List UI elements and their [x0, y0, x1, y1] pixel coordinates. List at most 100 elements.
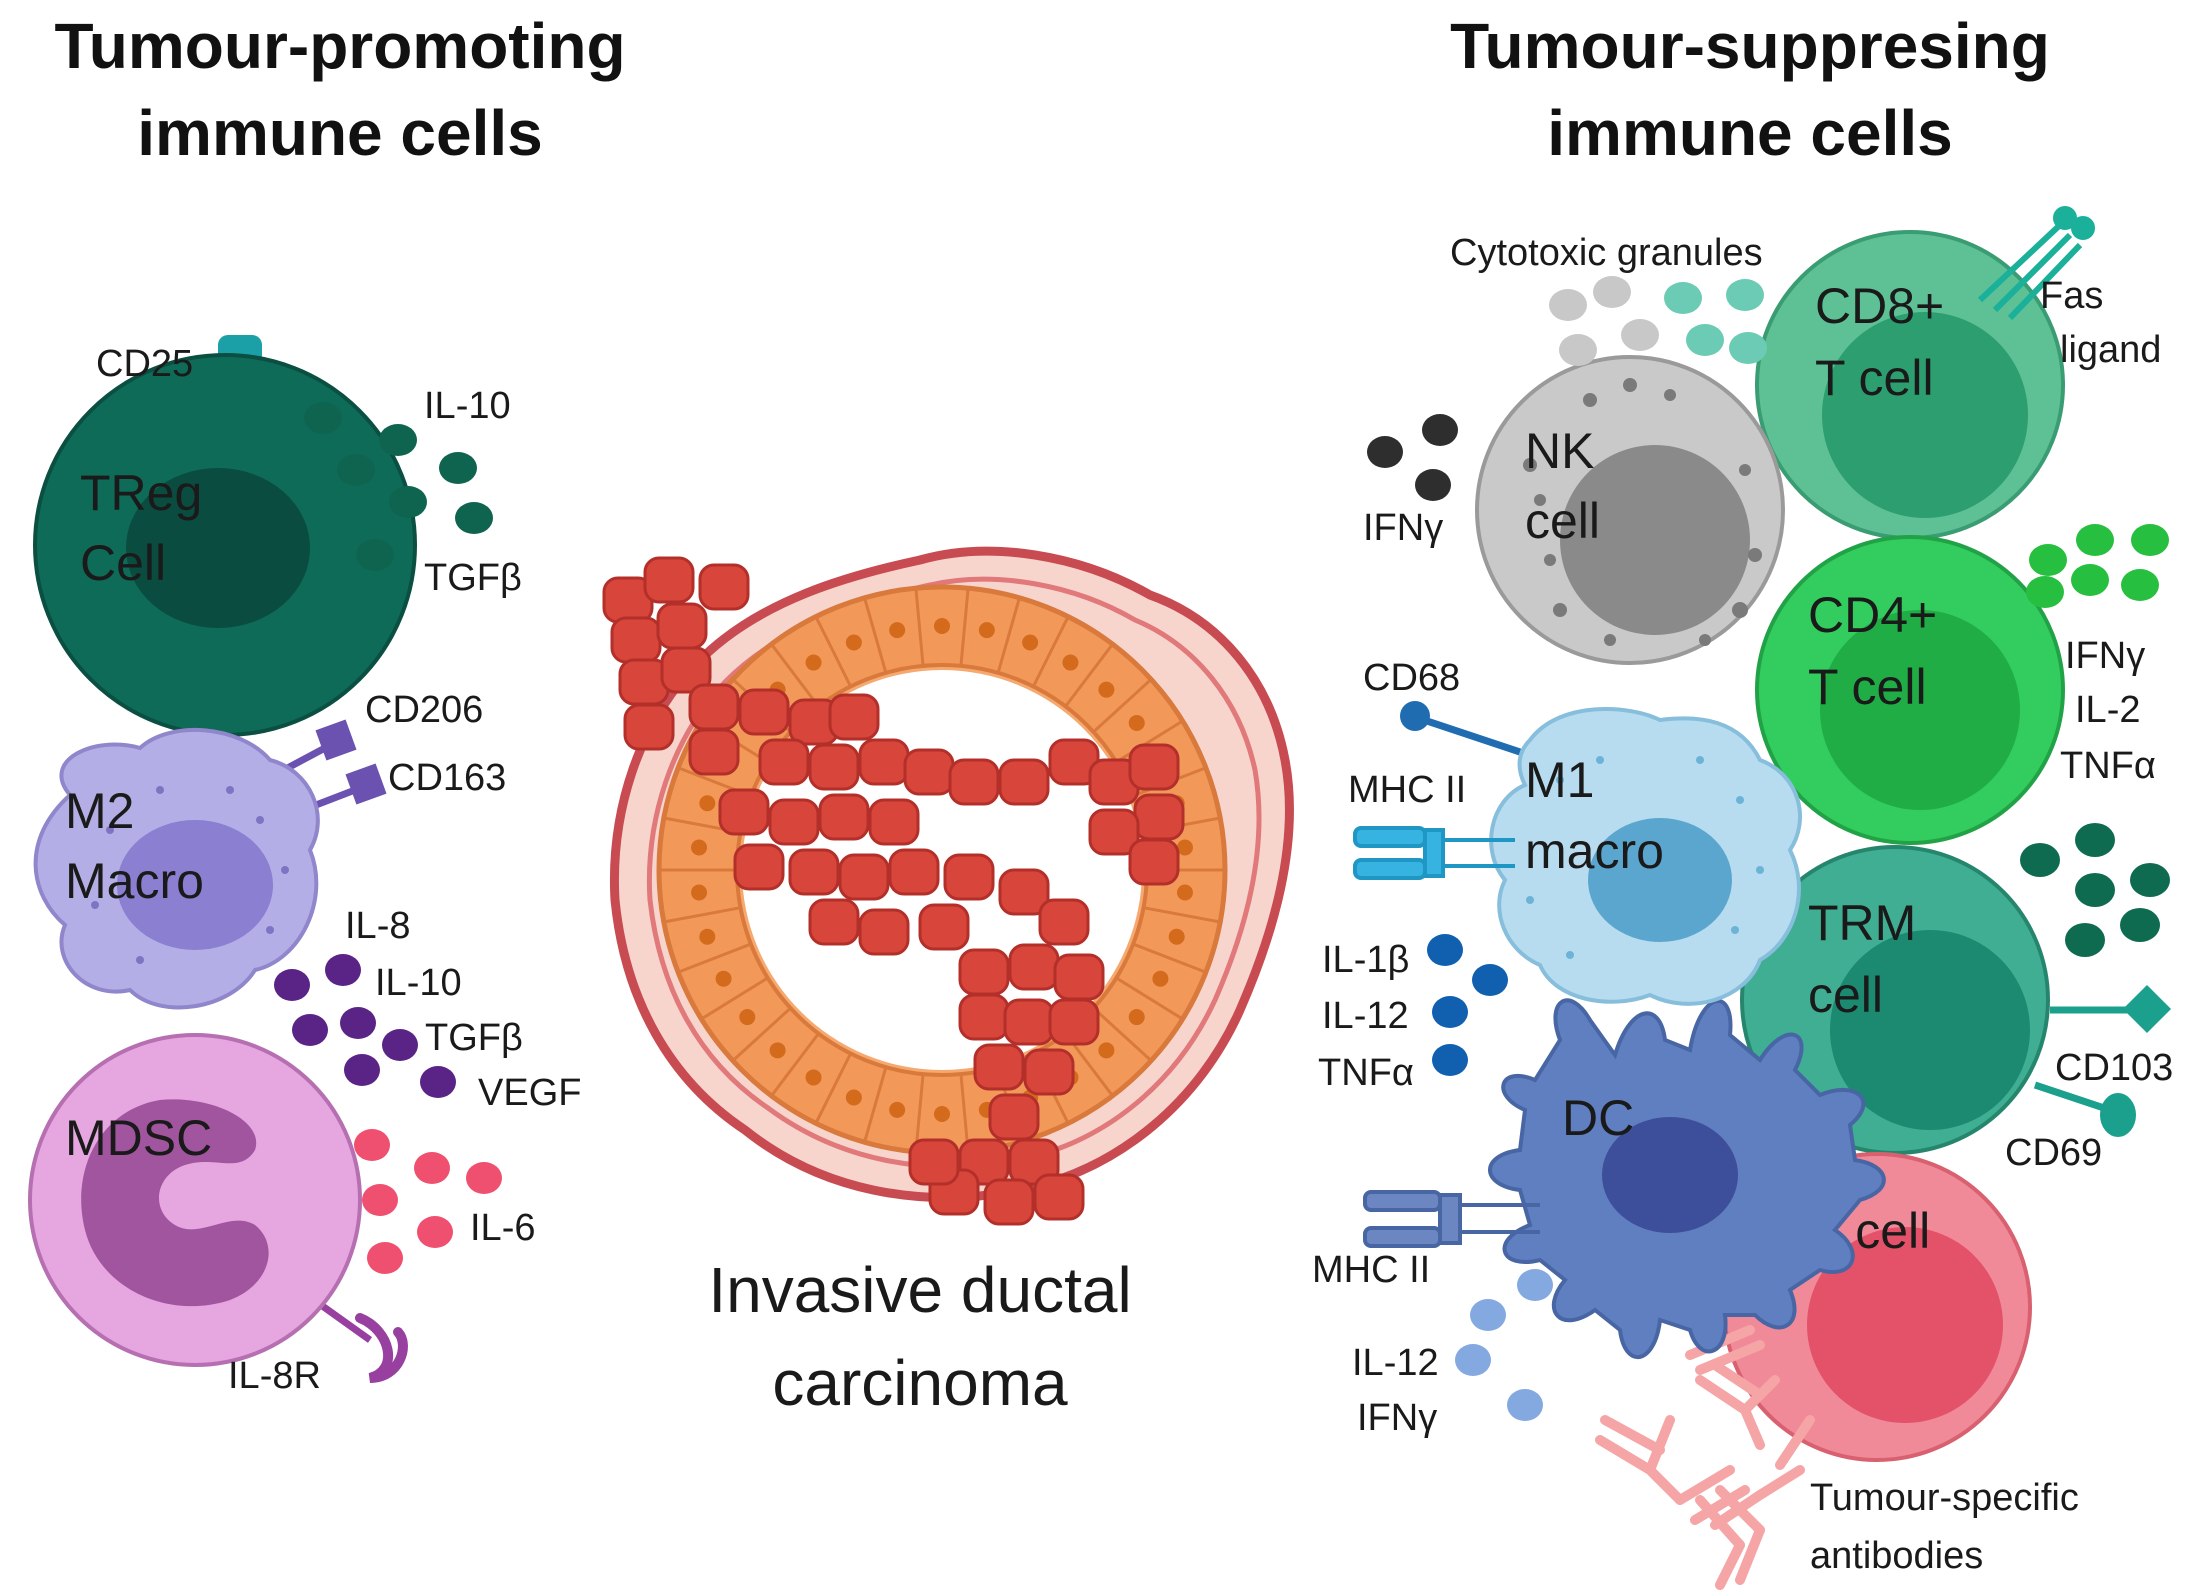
- epithelial-cell-nucleus: [1176, 839, 1193, 856]
- cd103-receptor: [2122, 984, 2172, 1034]
- epithelial-cell-nucleus: [1128, 1009, 1145, 1026]
- epithelial-cell-nucleus: [978, 622, 995, 639]
- fas-ligand-receptor: [1977, 206, 2095, 321]
- epithelial-cell-border: [914, 588, 925, 667]
- epithelial-cell-nucleus: [845, 634, 862, 651]
- cd8-t-cell: CD8+ T cell Fas ligand: [1755, 206, 2161, 540]
- epithelial-cell-nucleus: [934, 1106, 950, 1122]
- treg-cytokines: [304, 402, 493, 571]
- trm-nucleus: [1830, 930, 2030, 1130]
- epithelial-cell-nucleus: [1176, 884, 1193, 901]
- epithelial-cell-border: [731, 1006, 792, 1062]
- dendritic-cell: DC MHC II IL-12 IFNγ: [1312, 998, 1886, 1439]
- epithelial-cell-nucleus: [691, 839, 708, 856]
- cd8-nucleus: [1822, 312, 2028, 518]
- cd4-cytokines: [2026, 524, 2169, 608]
- mdsc-cytokines: [354, 1129, 502, 1274]
- epithelial-cell-border: [996, 597, 1021, 674]
- m2-name2: Macro: [65, 853, 204, 909]
- cd25-label: CD25: [96, 343, 193, 385]
- cd8-name1: CD8+: [1815, 278, 1944, 334]
- cd206-receptor: [315, 719, 357, 761]
- epithelial-cell-border: [1064, 643, 1114, 708]
- epithelial-cell-border: [1143, 906, 1221, 924]
- epithelial-cell-border: [1092, 678, 1153, 734]
- mdsc-il6-label: IL-6: [470, 1207, 535, 1249]
- cd4-ifng-label: IFNγ: [2065, 635, 2145, 677]
- cd4-tnfa-label: TNFα: [2060, 745, 2156, 787]
- right-heading-line1: Tumour-suppresing: [1450, 10, 2050, 82]
- nk-ifng-label: IFNγ: [1363, 507, 1443, 549]
- nk-nucleus: [1560, 445, 1750, 635]
- epithelial-cell-nucleus: [1152, 970, 1169, 987]
- epithelial-cell-border: [677, 942, 752, 974]
- m1-macrophage: M1 macro CD68 MHC II IL-1β IL-12 TNFα: [1318, 657, 1802, 1094]
- tumour-cells: [602, 556, 1185, 1226]
- left-heading-line1: Tumour-promoting: [54, 10, 625, 82]
- trm-name1: TRM: [1808, 895, 1916, 951]
- m1-nucleus: [1588, 818, 1732, 942]
- m2-cytokines: [274, 954, 456, 1098]
- epithelial-cell-border: [1132, 942, 1207, 974]
- epithelial-cell-nucleus: [699, 795, 716, 812]
- m1-il1b-label: IL-1β: [1322, 939, 1409, 981]
- epithelial-cell-border: [663, 906, 741, 924]
- epithelial-cell-nucleus: [1098, 681, 1115, 698]
- m1-name1: M1: [1525, 752, 1594, 808]
- cytotoxic-granules: Cytotoxic granules: [1450, 232, 1767, 366]
- cd103-label: CD103: [2055, 1047, 2173, 1089]
- nk-name1: NK: [1525, 423, 1594, 479]
- epithelial-cell-nucleus: [1062, 654, 1079, 671]
- treg-cell: TReg Cell CD25 IL-10 TGFβ: [33, 335, 522, 737]
- epithelial-cell-border: [1032, 616, 1070, 688]
- epithelial-cell-border: [700, 976, 769, 1021]
- trm-cytokines: [2020, 823, 2170, 957]
- cd8-name2: T cell: [1815, 350, 1934, 406]
- nk-cell: NK cell IFNγ: [1363, 355, 1785, 665]
- m2-vegf-label: VEGF: [478, 1072, 581, 1114]
- cd69-receptor: [2100, 1093, 2136, 1137]
- m1-il12-label: IL-12: [1322, 995, 1409, 1037]
- nk-granules: [1523, 378, 1762, 646]
- m1-vesicles: [1526, 756, 1764, 959]
- m2-il10-label: IL-10: [375, 962, 462, 1004]
- carcinoma-label-line2: carcinoma: [772, 1347, 1068, 1419]
- epithelial-cell-nucleus: [769, 1042, 786, 1059]
- epithelial-cell-border: [959, 588, 970, 667]
- m2-macrophage: M2 Macro CD206 CD163 IL-8 IL-10 TGFβ VEG…: [33, 689, 581, 1114]
- cd4-name2: T cell: [1808, 659, 1927, 715]
- epithelial-cell-nucleus: [699, 928, 716, 945]
- cd163-receptor: [345, 763, 387, 805]
- bcell-nucleus: [1807, 1227, 2003, 1423]
- epithelial-cell-nucleus: [805, 1069, 822, 1086]
- epithelial-cell-nucleus: [739, 1009, 756, 1026]
- trm-name2: cell: [1808, 967, 1883, 1023]
- nk-cytokines: [1367, 414, 1458, 501]
- epithelial-cell-nucleus: [715, 970, 732, 987]
- antibody-label-line1: Tumour-specific: [1810, 1477, 2079, 1519]
- right-heading-line2: immune cells: [1547, 97, 1953, 169]
- treg-name2: Cell: [80, 535, 166, 591]
- m2-name1: M2: [65, 783, 134, 839]
- epithelial-cell-border: [770, 1032, 820, 1097]
- fas-label-line1: Fas: [2040, 275, 2103, 317]
- cd68-receptor: [1400, 701, 1430, 731]
- dc-mhc2-label: MHC II: [1312, 1249, 1430, 1291]
- cd68-label: CD68: [1363, 657, 1460, 699]
- b-cell: B cell Tumour-specific antibodies: [1595, 1152, 2079, 1590]
- treg-nucleus: [126, 468, 310, 628]
- m1-tnfa-label: TNFα: [1318, 1052, 1414, 1094]
- dc-il12-label: IL-12: [1352, 1342, 1439, 1384]
- m1-name2: macro: [1525, 823, 1664, 879]
- il8r-label: IL-8R: [228, 1355, 321, 1397]
- cd4-name1: CD4+: [1808, 587, 1937, 643]
- epithelial-cell-nucleus: [889, 1101, 906, 1118]
- cd69-stalk: [2033, 1081, 2112, 1114]
- epithelial-cell-border: [814, 616, 852, 688]
- epithelial-cell-nucleus: [889, 622, 906, 639]
- m1-mhc2-receptor: [1353, 826, 1515, 880]
- il8r-receptor: [355, 1313, 408, 1383]
- carcinoma-label-line1: Invasive ductal: [708, 1254, 1131, 1326]
- cd4-nucleus: [1820, 610, 2020, 810]
- mdsc-name: MDSC: [65, 1110, 212, 1166]
